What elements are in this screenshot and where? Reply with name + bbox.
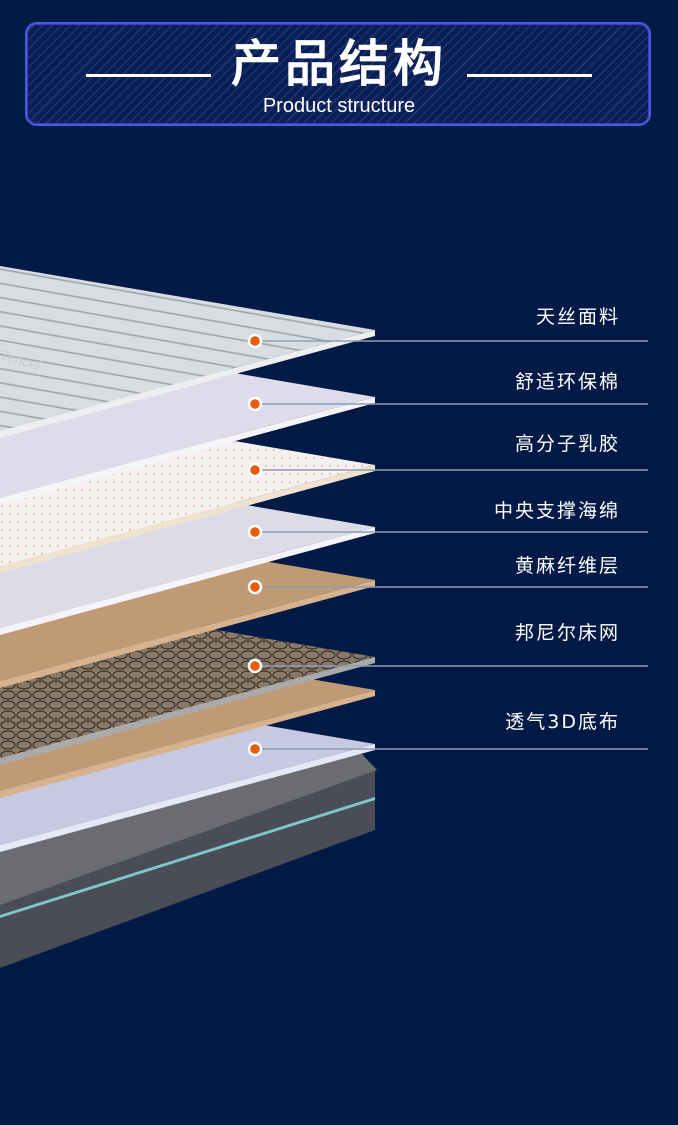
title-rule-right [467, 74, 592, 77]
layer-tencel-fabric-edge [0, 330, 375, 438]
layer-label: 高分子乳胶 [514, 433, 620, 455]
layer-label: 中央支撑海绵 [493, 500, 620, 522]
layer-jute-lower-edge [0, 690, 375, 798]
base-mattress-piping [0, 797, 375, 918]
layer-marker-dot [247, 741, 263, 757]
title-rule-left [86, 74, 211, 77]
layer-marker-dot [247, 333, 263, 349]
layer-label: 天丝面料 [535, 306, 620, 328]
layer-bonnell-spring-edge [0, 657, 375, 765]
page-subtitle: Product structure [262, 95, 416, 117]
layer-marker-dot [247, 396, 263, 412]
layer-marker-dot [247, 462, 263, 478]
layer-support-foam-edge [0, 527, 375, 635]
layer-marker-dot [247, 658, 263, 674]
layer-marker-dot [247, 579, 263, 595]
layer-label: 邦尼尔床网 [514, 622, 620, 644]
page-title: 产品结构 [231, 35, 447, 93]
layer-label: 透气3D底布 [505, 711, 620, 733]
layer-3d-fabric-edge [0, 744, 375, 852]
layer-latex-edge [0, 465, 375, 573]
layer-tencel-fabric [0, 266, 375, 431]
layer-label: 舒适环保棉 [514, 371, 620, 393]
layer-eco-cotton-edge [0, 397, 375, 505]
layer-jute-upper-edge [0, 580, 375, 688]
layer-marker-dot [247, 524, 263, 540]
layer-label: 黄麻纤维层 [514, 555, 620, 577]
